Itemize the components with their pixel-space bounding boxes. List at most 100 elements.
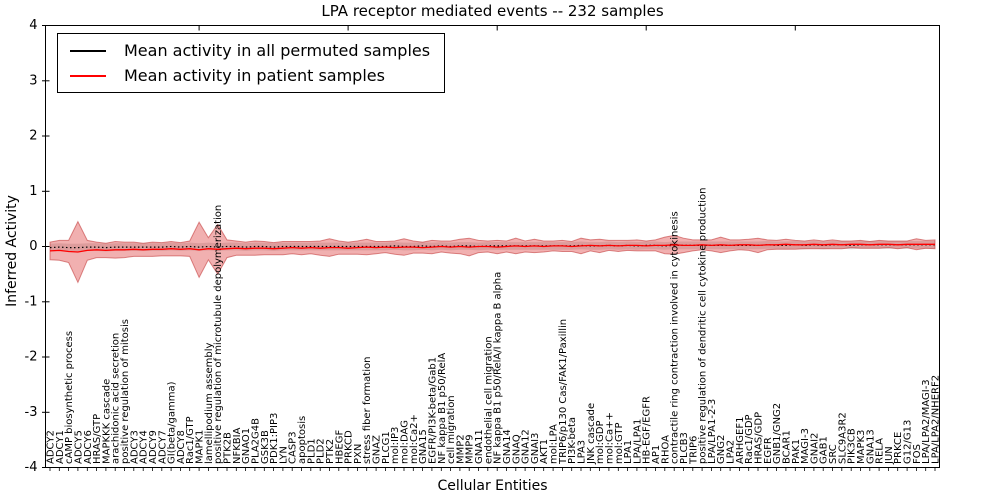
x-tick-label: ADCY5 [73, 430, 84, 464]
x-tick-label: positive regulation of dendritic cell cy… [698, 188, 709, 464]
x-tick-label: mol:DAG [400, 420, 411, 464]
x-tick-label: ADCY7 [157, 430, 168, 464]
x-tick-label: NF kappa B1 p50/RelA/I kappa B alpha [493, 272, 504, 464]
legend-label-permuted: Mean activity in all permuted samples [124, 41, 431, 60]
x-tick-label: ADCY3 [129, 430, 140, 464]
x-tick-label: LPA/LPA2/MAGI-3 [921, 379, 932, 464]
x-tick-label: MMP2 [455, 434, 466, 464]
x-tick-label: JNK cascade [586, 403, 597, 465]
x-tick-label: mol:LPA [549, 424, 560, 464]
x-tick-label: GNA11 [474, 429, 485, 464]
permuted-line-swatch [70, 49, 106, 52]
x-tick-label: AKT1 [539, 439, 550, 464]
x-tick-label: GAB1 [819, 436, 830, 464]
x-tick-label: mol:GTP [614, 422, 625, 464]
x-tick-label: LPA3 [577, 440, 588, 464]
x-tick-label: GNB1/GNG2 [772, 403, 783, 464]
x-tick-label: GNAZ [372, 435, 383, 464]
x-tick-label: ADCY6 [83, 430, 94, 464]
x-tick-label: JUN [884, 446, 895, 465]
y-tick-label: 4 [29, 18, 37, 33]
x-tick-label: BCAR1 [781, 430, 792, 464]
x-tick-label: NFKBIA [232, 427, 243, 464]
x-tick-label: stress fiber formation [362, 357, 373, 464]
x-tick-label: LPA/LPA1 [632, 419, 643, 464]
x-tick-label: PRKCE [893, 432, 904, 464]
x-tick-label: GNA15 [418, 429, 429, 464]
x-tick-label: MAGI-3 [800, 428, 811, 464]
x-tick-label: EGFR [763, 437, 774, 464]
patient-line-swatch [70, 74, 106, 77]
x-tick-label: MAPK3 [856, 430, 867, 464]
x-tick-label: ADCY1 [55, 430, 66, 464]
x-tick-label: LPA1 [623, 440, 634, 464]
x-tick-label: PLCG1 [381, 431, 392, 464]
y-tick-label: 2 [29, 129, 37, 144]
x-tick-label: MAPK1 [195, 430, 206, 464]
x-tick-label: Rac1/GDP [744, 414, 755, 464]
chart-title: LPA receptor mediated events -- 232 samp… [321, 2, 664, 20]
x-tick-label: LPA/LPA1-2-3 [707, 399, 718, 464]
y-tick-label: -2 [25, 350, 38, 365]
x-tick-label: SLC9A3R2 [837, 412, 848, 464]
x-tick-label: cell migration [446, 395, 457, 464]
x-tick-label: MAPKKK cascade [101, 379, 112, 464]
x-tick-label: contractile ring contraction involved in… [670, 211, 681, 464]
x-tick-label: G12/G13 [903, 420, 914, 464]
patient-mean-line [49, 243, 935, 253]
x-tick-label: arachidonic acid secretion [111, 333, 122, 464]
x-tick-label: RHOA [660, 435, 671, 464]
x-tick-label: GNA13 [865, 429, 876, 464]
x-tick-label: ADCY4 [139, 430, 150, 464]
x-tick-label: LYN [278, 446, 289, 464]
x-tick-label: SRC [828, 444, 839, 464]
x-tick-label: PIK3CB [847, 428, 858, 464]
x-tick-label: cAMP biosynthetic process [64, 331, 75, 464]
x-tick-label: mol:Ca++ [604, 412, 615, 464]
x-tick-label: GNG2 [716, 435, 727, 464]
y-tick-label: -4 [25, 460, 38, 475]
x-tick-label: EGFR/PI3K-beta/Gab1 [427, 357, 438, 464]
x-tick-label: Rac1/GTP [185, 416, 196, 464]
x-tick-label: PXN [353, 444, 364, 464]
x-tick-label: PLCB3 [679, 432, 690, 464]
x-tick-label: GSK3B [260, 430, 271, 464]
x-tick-label: ADCY8 [176, 430, 187, 464]
x-tick-label: GNAO1 [241, 428, 252, 464]
x-tick-label: MMP9 [465, 434, 476, 464]
x-tick-label: endothelial cell migration [483, 336, 494, 464]
x-tick-label: PTK2 [325, 439, 336, 464]
x-tick-label: ARHGEF1 [735, 417, 746, 465]
x-tick-label: GNA14 [502, 429, 513, 464]
x-tick-label: LPA2 [726, 440, 737, 464]
x-tick-label: positive regulation of microtubule depol… [213, 205, 224, 464]
x-tick-label: PLD1 [306, 438, 317, 464]
x-tick-label: positive regulation of mitosis [120, 319, 131, 464]
y-tick-label: 1 [29, 184, 37, 199]
x-tick-label: HRAS/GDP [754, 412, 765, 464]
x-tick-label: TRIP6 [688, 436, 699, 465]
x-tick-label: HRAS/GTP [92, 414, 103, 464]
x-tick-label: mol:Ca2+ [409, 414, 420, 464]
legend-entry-permuted: Mean activity in all permuted samples [70, 41, 430, 60]
y-tick-label: -1 [25, 294, 38, 309]
x-tick-label: RELA [875, 438, 886, 464]
x-tick-label: GI(beta/gamma) [167, 381, 178, 464]
x-tick-label: GNAI2 [809, 433, 820, 464]
x-tick-label: GNA12 [521, 429, 532, 464]
x-tick-label: PAK1 [791, 439, 802, 464]
x-tick-label: PDK1:PIP3 [269, 413, 280, 464]
patient-band [49, 220, 936, 284]
x-tick-label: apoptosis [297, 416, 308, 464]
y-tick-label: 0 [29, 239, 37, 254]
x-tick-label: HBEGF [334, 430, 345, 464]
x-tick-label: PTK2B [223, 432, 234, 464]
legend-label-patient: Mean activity in patient samples [124, 66, 385, 85]
x-tick-label: lamellipodium assembly [204, 342, 215, 464]
x-tick-label: GNAI3 [530, 433, 541, 464]
x-tick-label: HB-EGF/EGFR [642, 396, 653, 464]
y-tick-label: 3 [29, 73, 37, 88]
x-tick-label: PLD2 [316, 438, 327, 464]
